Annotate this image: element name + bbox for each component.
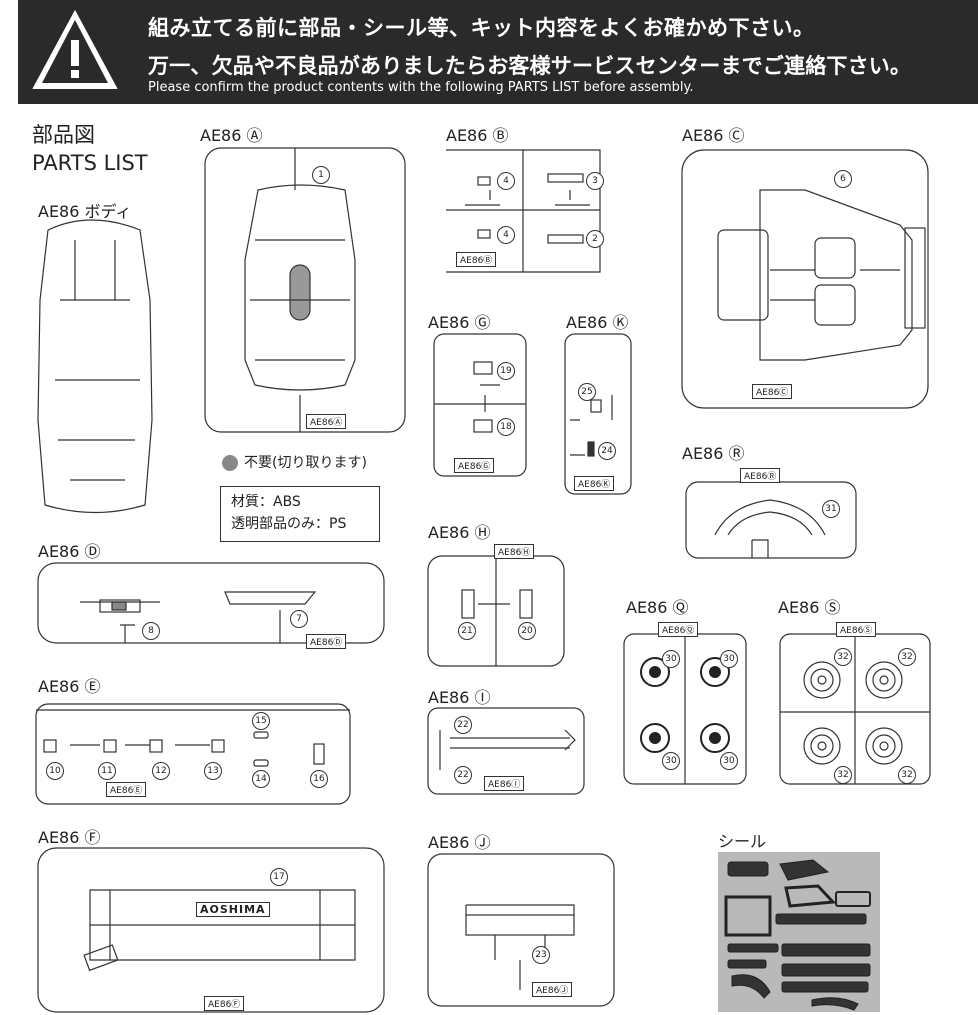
discard-text: 不要(切り取ります) bbox=[244, 455, 367, 471]
part-number-20: 20 bbox=[518, 622, 536, 640]
frame-tag-g: AE86Ⓖ bbox=[454, 458, 495, 473]
part-number-11: 11 bbox=[98, 762, 116, 780]
frame-title-f: AE86 Ⓕ bbox=[38, 828, 101, 847]
frame-title-r: AE86 Ⓡ bbox=[682, 444, 745, 463]
part-number-13: 13 bbox=[204, 762, 222, 780]
part-number-30b: 30 bbox=[720, 650, 738, 668]
part-number-12: 12 bbox=[152, 762, 170, 780]
frame-tag-k: AE86Ⓚ bbox=[574, 476, 615, 491]
material-line-2: 透明部品のみ：PS bbox=[231, 516, 347, 532]
part-number-30a: 30 bbox=[662, 650, 680, 668]
part-number-22b: 22 bbox=[454, 766, 472, 784]
frame-tag-e: AE86Ⓔ bbox=[106, 782, 147, 797]
part-number-22a: 22 bbox=[454, 716, 472, 734]
part-number-25: 25 bbox=[578, 383, 596, 401]
frame-title-g: AE86 Ⓖ bbox=[428, 313, 491, 332]
banner-line-2: 万一、欠品や不良品がありましたらお客様サービスセンターまでご連絡下さい。 bbox=[148, 54, 912, 78]
part-number-4a: 4 bbox=[497, 172, 515, 190]
frame-tag-d: AE86Ⓓ bbox=[306, 634, 347, 649]
sticker-label: シール bbox=[718, 832, 767, 851]
part-number-32b: 32 bbox=[898, 648, 916, 666]
part-number-4b: 4 bbox=[497, 226, 515, 244]
part-number-17: 17 bbox=[270, 868, 288, 886]
material-line-1: 材質：ABS bbox=[231, 494, 301, 510]
frame-title-i: AE86 Ⓘ bbox=[428, 688, 491, 707]
part-number-19: 19 bbox=[497, 362, 515, 380]
warning-icon bbox=[32, 9, 118, 89]
part-number-6: 6 bbox=[834, 170, 852, 188]
frame-tag-b: AE86Ⓑ bbox=[456, 252, 497, 267]
frame-title-c: AE86 Ⓒ bbox=[682, 126, 745, 145]
frame-tag-f: AE86Ⓕ bbox=[204, 996, 245, 1011]
parts-list-title-en: PARTS LIST bbox=[32, 151, 148, 175]
part-number-21: 21 bbox=[458, 622, 476, 640]
frame-tag-j: AE86Ⓙ bbox=[532, 982, 573, 997]
discard-legend: 不要(切り取ります) bbox=[222, 452, 367, 472]
frame-title-b: AE86 Ⓑ bbox=[446, 126, 509, 145]
frame-title-q: AE86 Ⓠ bbox=[626, 598, 689, 617]
frame-title-a: AE86 Ⓐ bbox=[200, 126, 263, 145]
part-number-32a: 32 bbox=[834, 648, 852, 666]
body-label: AE86 ボディ bbox=[38, 202, 132, 221]
part-number-7: 7 bbox=[290, 610, 308, 628]
frame-title-j: AE86 Ⓙ bbox=[428, 833, 491, 852]
frame-tag-h: AE86Ⓗ bbox=[494, 544, 535, 559]
discard-dot-icon bbox=[222, 455, 238, 471]
part-number-23: 23 bbox=[532, 946, 550, 964]
frame-tag-a: AE86Ⓐ bbox=[306, 414, 347, 429]
sticker-sheet bbox=[718, 852, 880, 1012]
frame-title-s: AE86 Ⓢ bbox=[778, 598, 841, 617]
frame-tag-r: AE86Ⓡ bbox=[740, 468, 781, 483]
part-number-15: 15 bbox=[252, 712, 270, 730]
part-number-32d: 32 bbox=[898, 766, 916, 784]
frame-tag-q: AE86Ⓠ bbox=[658, 622, 699, 637]
frame-title-h: AE86 Ⓗ bbox=[428, 523, 491, 542]
banner-line-3: Please confirm the product contents with… bbox=[148, 80, 694, 95]
brand-logo: AOSHIMA bbox=[196, 902, 270, 917]
part-number-1: 1 bbox=[312, 166, 330, 184]
frame-title-e: AE86 Ⓔ bbox=[38, 677, 101, 696]
part-number-18: 18 bbox=[497, 418, 515, 436]
part-number-16: 16 bbox=[310, 770, 328, 788]
part-number-10: 10 bbox=[46, 762, 64, 780]
warning-banner: 組み立てる前に部品・シール等、キット内容をよくお確かめ下さい。 万一、欠品や不良… bbox=[18, 0, 978, 104]
part-number-3: 3 bbox=[586, 172, 604, 190]
sticker-drawing bbox=[724, 859, 871, 1011]
banner-line-1: 組み立てる前に部品・シール等、キット内容をよくお確かめ下さい。 bbox=[148, 16, 815, 40]
part-number-14: 14 bbox=[252, 770, 270, 788]
part-number-30c: 30 bbox=[662, 752, 680, 770]
part-number-8: 8 bbox=[142, 622, 160, 640]
part-number-32c: 32 bbox=[834, 766, 852, 784]
part-number-2: 2 bbox=[586, 230, 604, 248]
parts-list-title-jp: 部品図 bbox=[32, 123, 95, 147]
frame-title-k: AE86 Ⓚ bbox=[566, 313, 629, 332]
frame-tag-i: AE86Ⓘ bbox=[484, 776, 525, 791]
frame-tag-c: AE86Ⓒ bbox=[752, 384, 793, 399]
part-number-31: 31 bbox=[822, 500, 840, 518]
part-number-30d: 30 bbox=[720, 752, 738, 770]
material-box: 材質：ABS 透明部品のみ：PS bbox=[220, 486, 380, 542]
frame-tag-s: AE86Ⓢ bbox=[836, 622, 877, 637]
frame-title-d: AE86 Ⓓ bbox=[38, 542, 101, 561]
part-number-24: 24 bbox=[598, 442, 616, 460]
